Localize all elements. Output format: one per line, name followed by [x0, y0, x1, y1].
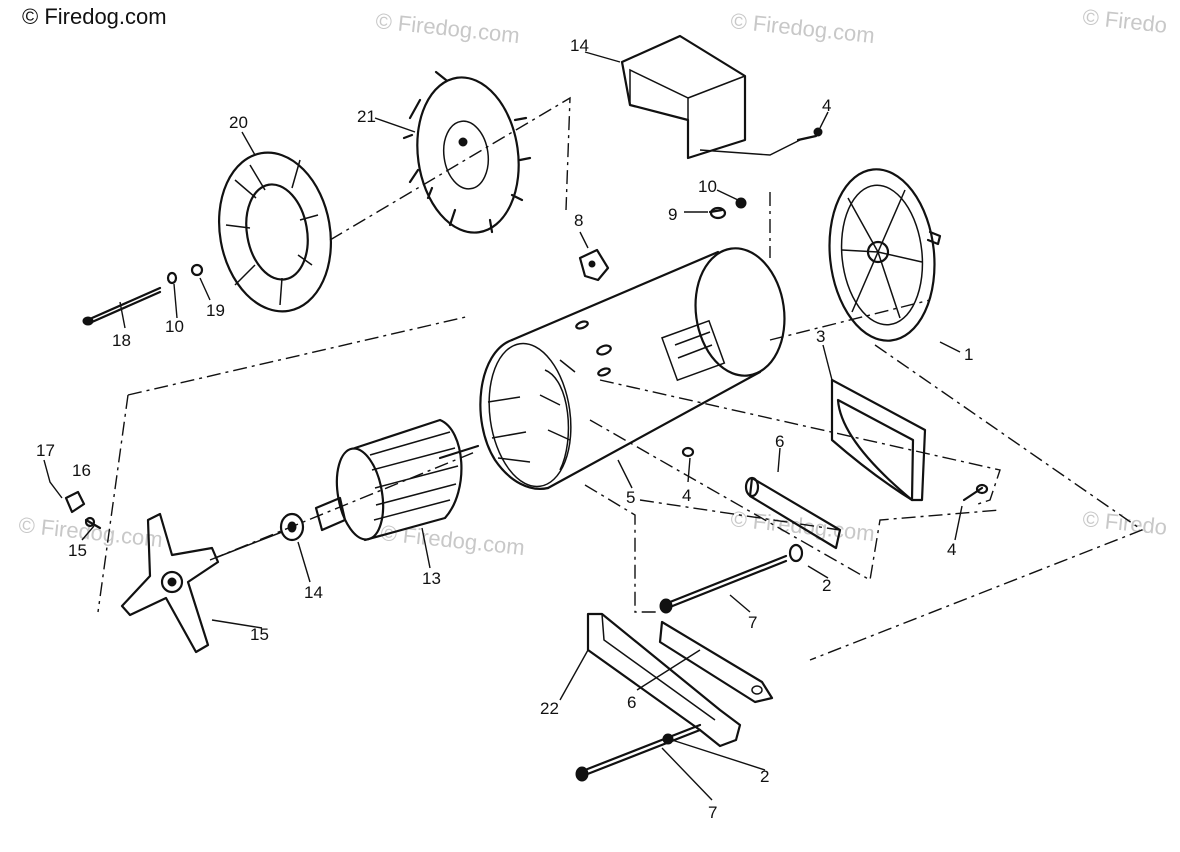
part-number: 4 — [682, 486, 691, 505]
part-number: 15 — [68, 541, 87, 560]
part-number: 10 — [165, 317, 184, 336]
part-number: 14 — [570, 36, 589, 55]
part-19-nut — [190, 263, 204, 277]
part-20-fan-shroud — [217, 151, 333, 313]
part-number: 10 — [698, 177, 717, 196]
part-number: 22 — [540, 699, 559, 718]
part-1-end-bell — [828, 168, 942, 342]
part-number-labels: 14 4 10 9 8 20 21 18 10 19 1 3 6 5 4 4 2… — [36, 36, 973, 822]
part-number: 20 — [229, 113, 248, 132]
part-number: 14 — [304, 583, 323, 602]
part-number: 19 — [206, 301, 225, 320]
part-9-screw — [708, 206, 727, 220]
watermark-faint: © Firedog.com — [379, 520, 525, 560]
part-number: 7 — [748, 613, 757, 632]
part-number: 7 — [708, 803, 717, 822]
part-number: 21 — [357, 107, 376, 126]
part-number: 4 — [822, 96, 831, 115]
part-10-washer-left — [166, 271, 178, 285]
part-6-rail-lower — [658, 620, 774, 704]
watermark-faint: © Firedo — [1081, 4, 1168, 38]
part-number: 5 — [626, 488, 635, 507]
part-number: 6 — [627, 693, 636, 712]
part-22-base-bracket — [586, 612, 742, 748]
part-10-washer-right — [735, 197, 747, 209]
part-8-terminal — [578, 248, 610, 282]
watermark-faint: © Firedog.com — [374, 8, 520, 48]
part-12-bearing — [214, 512, 305, 559]
part-number: 16 — [72, 461, 91, 480]
part-number: 3 — [816, 327, 825, 346]
part-2-washer-upper — [788, 543, 804, 563]
part-number: 2 — [822, 576, 831, 595]
part-number: 2 — [760, 767, 769, 786]
part-4-screw-mid — [681, 446, 695, 458]
part-number: 15 — [250, 625, 269, 644]
part-4-screw-right — [962, 483, 989, 502]
part-number: 17 — [36, 441, 55, 460]
watermark-faint: © Firedo — [1081, 506, 1168, 540]
part-11-armature — [314, 418, 480, 542]
part-15-screw — [84, 516, 102, 530]
part-18-bolt — [82, 286, 162, 326]
part-number: 18 — [112, 331, 131, 350]
part-7-bolt-upper — [659, 554, 788, 614]
part-13-hub — [120, 512, 220, 654]
part-number: 1 — [964, 345, 973, 364]
part-number: 8 — [574, 211, 583, 230]
assembly-centerlines — [97, 96, 1144, 661]
watermark-main: © Firedog.com — [22, 4, 167, 29]
part-3-bracket — [830, 378, 927, 502]
leader-lines — [81, 51, 963, 801]
part-5-housing — [479, 247, 786, 490]
part-number: 13 — [422, 569, 441, 588]
watermark-faint: © Firedog.com — [729, 506, 875, 546]
part-6-rail-upper — [744, 476, 842, 550]
part-16-nut — [64, 490, 86, 514]
part-4-screw-top — [796, 127, 823, 142]
watermark-faint: © Firedog.com — [729, 8, 875, 48]
part-21-fan — [402, 70, 532, 234]
part-7-bolt-lower — [575, 723, 702, 782]
part-number: 6 — [775, 432, 784, 451]
part-14-cover — [620, 34, 801, 160]
part-number: 9 — [668, 205, 677, 224]
part-number: 4 — [947, 540, 956, 559]
part-17-lead — [43, 459, 63, 499]
